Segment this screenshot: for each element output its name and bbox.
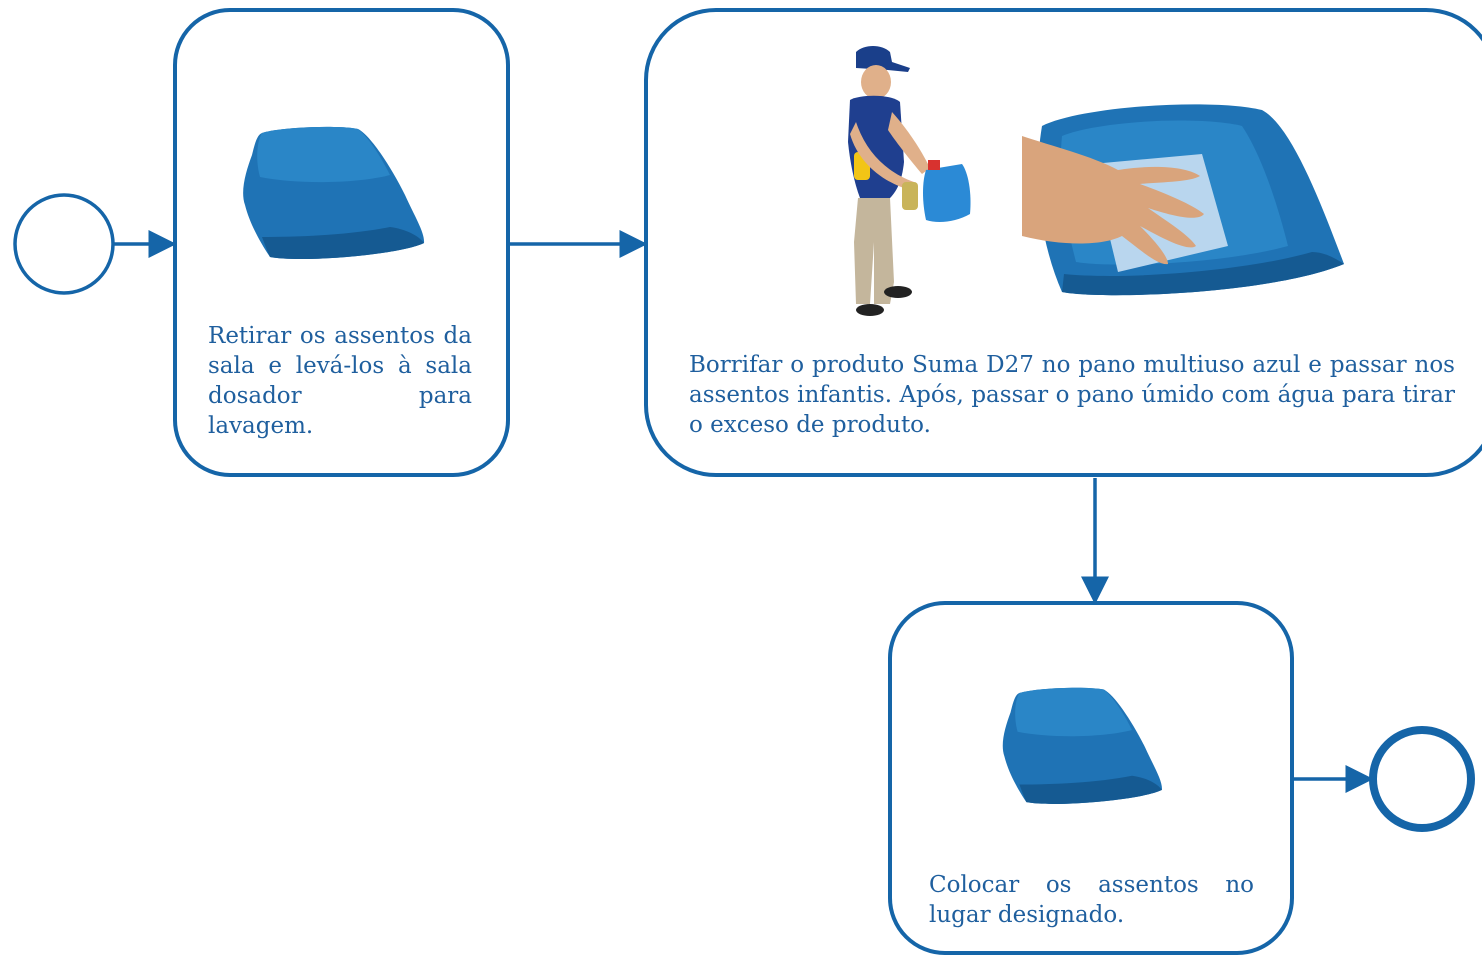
start-event[interactable] [13, 193, 115, 295]
blue-seat-icon [243, 126, 425, 260]
end-event[interactable] [1369, 726, 1475, 832]
task-3-text: Colocar os assentos no lugar designado. [929, 872, 1254, 928]
task-2-text: Borrifar o produto Suma D27 no pano mult… [689, 352, 1455, 438]
task-1-text: Retirar os assentos da sala e levá-los à… [208, 323, 472, 439]
worker-with-spray-bottle-icon [848, 46, 971, 316]
hand-wiping-seat-icon [1022, 104, 1344, 296]
blue-seat-icon [1002, 687, 1162, 804]
